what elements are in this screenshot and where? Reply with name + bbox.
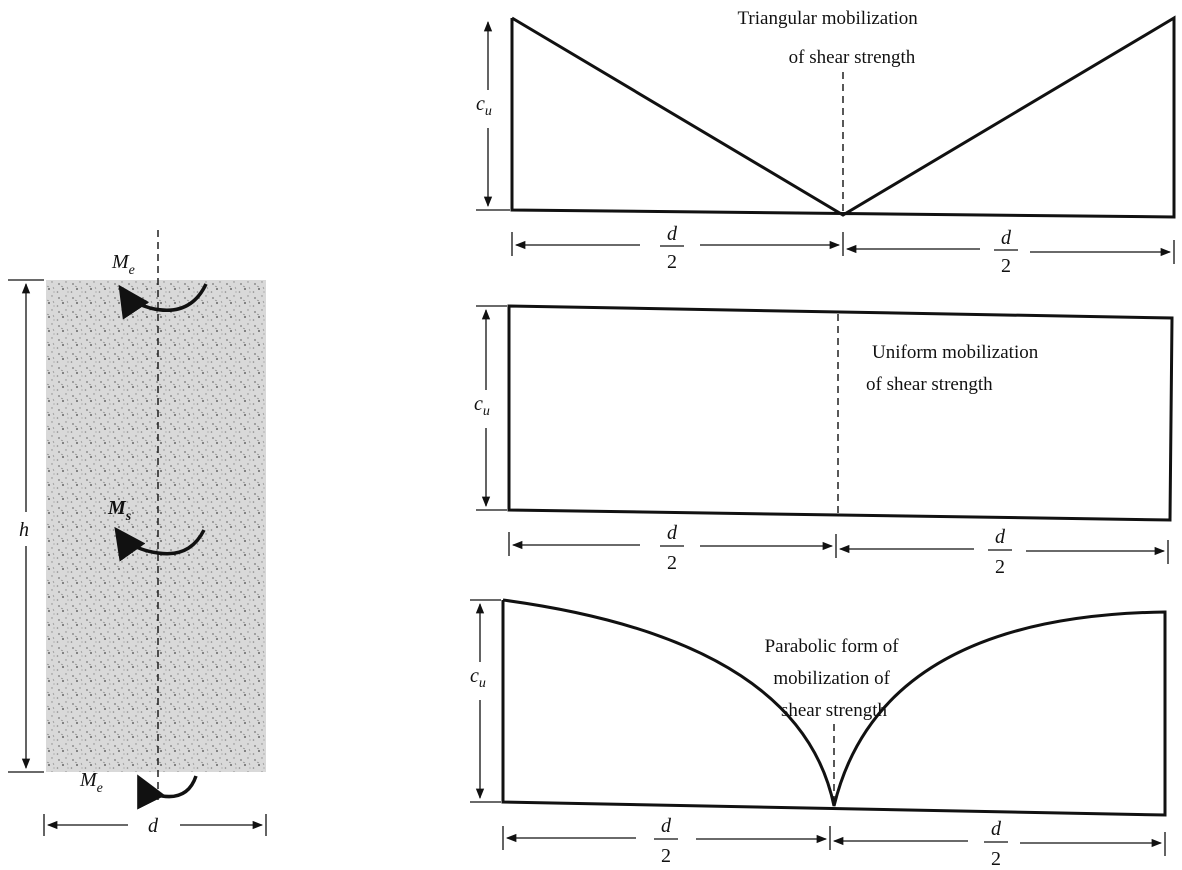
- parabolic-outline: [501, 598, 1167, 817]
- uniform-cu-dimension: cu: [470, 305, 507, 511]
- triangular-cu-label: cu: [476, 93, 492, 119]
- uniform-caption: Uniform mobilization of shear strength: [866, 342, 1043, 395]
- parabolic-caption: Parabolic form of mobilization of shear …: [765, 636, 904, 721]
- parabolic-cu-label: cu: [470, 665, 486, 691]
- uniform-cu-label: cu: [474, 393, 490, 419]
- triangular-half-width-dimensions: d 2 d 2: [511, 223, 1175, 277]
- triangular-half-right-numerator: d: [1001, 227, 1012, 249]
- uniform-half-left-denominator: 2: [667, 552, 677, 574]
- parabolic-half-width-dimensions: d 2 d 2: [502, 815, 1166, 870]
- triangular-caption: Triangular mobilization of shear strengt…: [737, 8, 922, 68]
- triangular-half-left-denominator: 2: [667, 251, 677, 273]
- uniform-half-right-numerator: d: [995, 526, 1006, 548]
- parabolic-half-left-numerator: d: [661, 815, 672, 837]
- triangular-half-left-numerator: d: [667, 223, 678, 245]
- parabolic-half-right-denominator: 2: [991, 848, 1001, 870]
- parabolic-cu-dimension: cu: [466, 599, 501, 803]
- uniform-outline: [507, 304, 1174, 522]
- top-moment-label: Me: [111, 251, 135, 278]
- triangular-cu-dimension: cu: [472, 20, 510, 211]
- uniform-panel: cu Uniform mobilization of shear strengt…: [470, 304, 1174, 578]
- side-moment-arrow: [114, 526, 206, 562]
- diameter-dimension: d: [43, 814, 267, 837]
- height-label: h: [19, 519, 29, 541]
- specimen-body: [46, 280, 266, 772]
- parabolic-panel: cu Parabolic form of mobilization of she…: [466, 598, 1167, 870]
- diameter-label: d: [148, 815, 159, 837]
- uniform-half-left-numerator: d: [667, 522, 678, 544]
- bottom-moment-label: Me: [79, 769, 103, 796]
- side-moment-label: Ms: [107, 497, 132, 524]
- height-dimension: h: [8, 279, 44, 773]
- triangular-outline: [510, 15, 1176, 219]
- parabolic-half-right-numerator: d: [991, 818, 1002, 840]
- bottom-moment-arrow: [137, 774, 198, 810]
- parabolic-half-left-denominator: 2: [661, 845, 671, 867]
- soil-specimen: Me Ms Me h d: [8, 230, 267, 837]
- top-moment-arrow: [118, 283, 208, 320]
- triangular-panel: cu Triangular mobilization of shear stre…: [472, 8, 1176, 277]
- uniform-half-right-denominator: 2: [995, 556, 1005, 578]
- uniform-half-width-dimensions: d 2 d 2: [508, 522, 1169, 578]
- triangular-half-right-denominator: 2: [1001, 255, 1011, 277]
